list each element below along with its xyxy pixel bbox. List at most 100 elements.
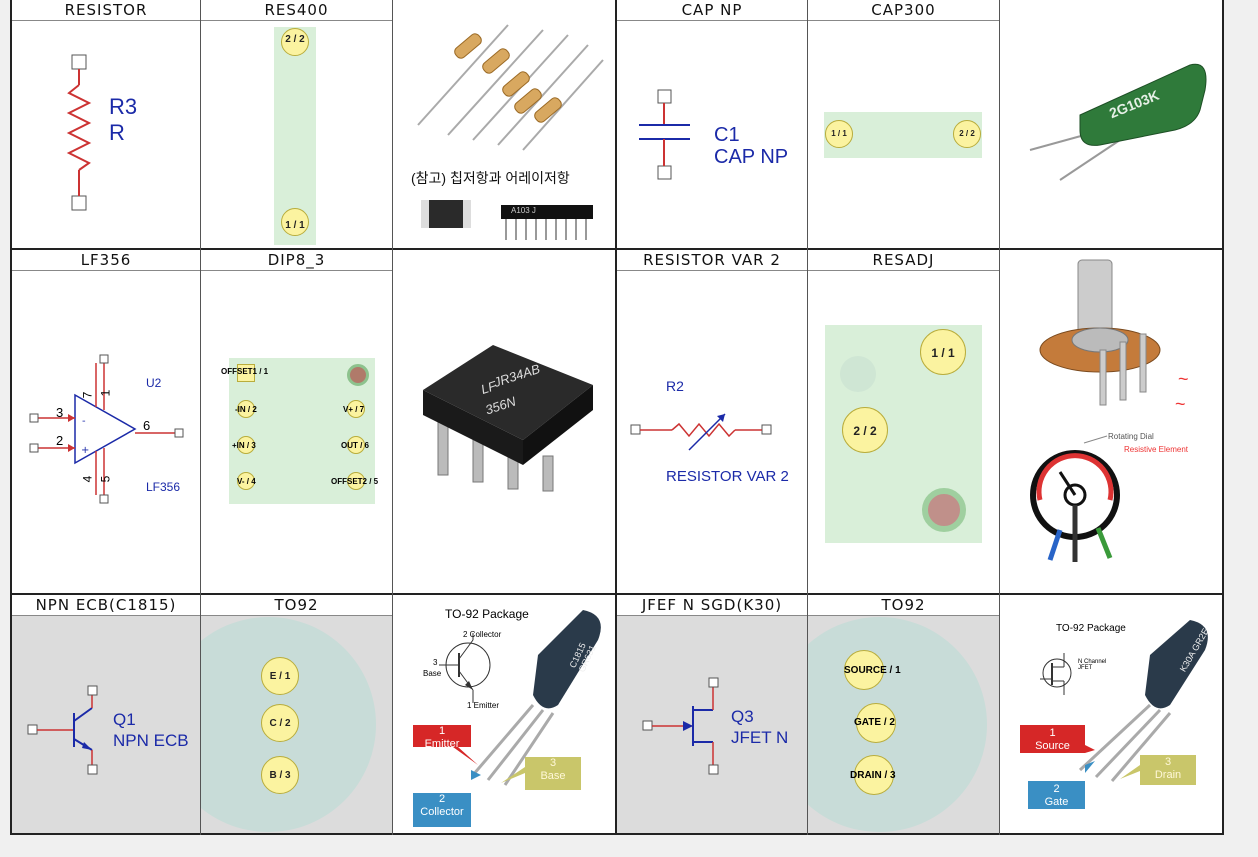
- cell-title: TO92: [201, 595, 392, 616]
- pin-label: OFFSET2 / 5: [331, 477, 379, 486]
- pin-label: -IN / 2: [235, 405, 257, 414]
- pad-2: 2 / 2: [281, 28, 309, 56]
- callout-text: Base: [540, 770, 566, 782]
- cell-title: RESISTOR: [12, 0, 200, 21]
- pin-number: 3: [56, 405, 64, 420]
- resistor-symbol: [66, 54, 92, 211]
- mounting-hole: [347, 364, 369, 386]
- pad-6: [347, 436, 365, 454]
- potentiometer-illustration: ~ ~: [1030, 259, 1189, 562]
- pad-7: [347, 400, 365, 418]
- callout-text: Drain: [1154, 769, 1182, 781]
- value-label: JFET N: [731, 728, 789, 747]
- callout-number: 1: [1049, 727, 1056, 739]
- cell-title: RESADJ: [808, 250, 999, 271]
- value-label: RESISTOR VAR 2: [666, 468, 789, 485]
- svg-text:~: ~: [1178, 369, 1189, 389]
- npn-schematic-cell: NPN ECB(C1815) Q1 NPN ECB: [12, 595, 200, 833]
- footprint-body: [808, 617, 987, 832]
- cell-title: TO92: [808, 595, 999, 616]
- pin-number: 4: [80, 475, 95, 483]
- dip-ic-illustration: [423, 345, 593, 492]
- value-label: R: [109, 120, 125, 145]
- to92-footprint-cell: TO92 E / 1 C / 2 B / 3: [201, 595, 392, 833]
- pot-label: Rotating Dial: [1108, 432, 1154, 441]
- cap-schematic-cell: CAP NP C1 CAP NP: [617, 0, 807, 248]
- capacitor-photo-cell: 2G103K: [1000, 0, 1222, 248]
- jfet-schematic-cell: JFEF N SGD(K30) Q3 JFET N: [617, 595, 807, 833]
- callout-number: 3: [1164, 756, 1172, 768]
- to92-illustration: [413, 610, 601, 827]
- ref-designator: C1: [714, 124, 740, 146]
- pin-label: OFFSET1 / 1: [221, 367, 269, 376]
- col-divider: [807, 0, 808, 835]
- dip8-footprint-cell: DIP8_3 OFFSET1 / 1 -IN / 2 +IN / 3 V- / …: [201, 250, 392, 593]
- ref-designator: R2: [666, 378, 684, 394]
- jfet-photo-cell: TO-92 Package N Channel JFET K30A GR2E 1…: [1000, 595, 1222, 833]
- pin-number: 6: [143, 418, 151, 433]
- pin-label: V+ / 7: [343, 405, 365, 414]
- film-capacitor-illustration: [1029, 63, 1207, 181]
- to92-photo-cell: TO-92 Package 2 Collector 3 Base 1 Emitt…: [393, 595, 615, 833]
- pin-number: 5: [98, 475, 113, 483]
- value-label: LF356: [146, 480, 181, 494]
- pad-4: [237, 472, 255, 490]
- pad-label: DRAIN / 3: [850, 770, 896, 781]
- jfet-to92-illustration: [1020, 620, 1208, 809]
- resistor-photo-cell: (참고) 칩저항과 어레이저항 A103 J: [393, 0, 615, 248]
- pad-label: GATE / 2: [854, 717, 895, 728]
- resistor-photo-illustration: [417, 24, 604, 240]
- pin-label: 1 Emitter: [467, 701, 500, 710]
- package-desc: N Channel JFET: [1078, 659, 1107, 671]
- to92-footprint-cell-2: TO92 SOURCE / 1 GATE / 2 DRAIN / 3: [808, 595, 999, 833]
- callout-text: Collector: [420, 806, 464, 818]
- row-divider: [10, 593, 1224, 595]
- opamp-symbol: - +: [29, 354, 184, 504]
- pin-label: 2 Collector: [463, 630, 502, 639]
- package-title: TO-92 Package: [1056, 623, 1126, 634]
- pin-label: OUT / 6: [341, 441, 370, 450]
- svg-text:+: +: [81, 445, 89, 456]
- callout-number: 2: [438, 793, 446, 805]
- pad-label: SOURCE / 1: [844, 665, 901, 676]
- pin-label: V- / 4: [237, 477, 256, 486]
- chip-resistor-note: (참고) 칩저항과 어레이저항: [411, 170, 570, 186]
- cell-title: NPN ECB(C1815): [12, 595, 200, 616]
- package-title: TO-92 Package: [445, 607, 529, 621]
- pad-1: [237, 364, 255, 382]
- ref-designator: R3: [109, 94, 138, 119]
- value-label: CAP NP: [714, 146, 789, 168]
- callout-text: Source: [1035, 740, 1070, 752]
- pad-1: E / 1: [261, 657, 299, 695]
- pad-2: 2 / 2: [953, 120, 981, 148]
- pad-1: 1 / 1: [920, 329, 966, 375]
- pad-3: [237, 436, 255, 454]
- pin-number: 7: [80, 391, 95, 399]
- cell-title: RESISTOR VAR 2: [617, 250, 807, 271]
- capacitor-symbol: [639, 89, 690, 180]
- row-divider: [10, 248, 1224, 250]
- col-divider: [10, 0, 12, 835]
- cell-title: DIP8_3: [201, 250, 392, 271]
- cell-title: RES400: [201, 0, 392, 21]
- pad-3: [854, 755, 894, 795]
- jfet-symbol: [642, 677, 719, 775]
- ref-designator: Q3: [731, 707, 754, 726]
- resadj-footprint-cell: RESADJ 1 / 1 2 / 2: [808, 250, 999, 593]
- potentiometer-photo-cell: ~ ~ Rotating Dial Resistive Element: [1000, 250, 1222, 593]
- pad-3: B / 3: [261, 756, 299, 794]
- pad-1: [844, 650, 884, 690]
- svg-text:-: -: [82, 416, 86, 427]
- pad-2: [856, 703, 896, 743]
- pad-3: [922, 488, 966, 532]
- lf356-schematic-cell: LF356 - + 3 2 6 7 1 4 5 U2 LF356: [12, 250, 200, 593]
- callout-text: Gate: [1044, 796, 1069, 808]
- cell-title: JFEF N SGD(K30): [617, 595, 807, 616]
- array-marking: A103 J: [511, 206, 536, 215]
- variable-resistor-symbol: [630, 413, 772, 451]
- col-divider: [392, 0, 393, 835]
